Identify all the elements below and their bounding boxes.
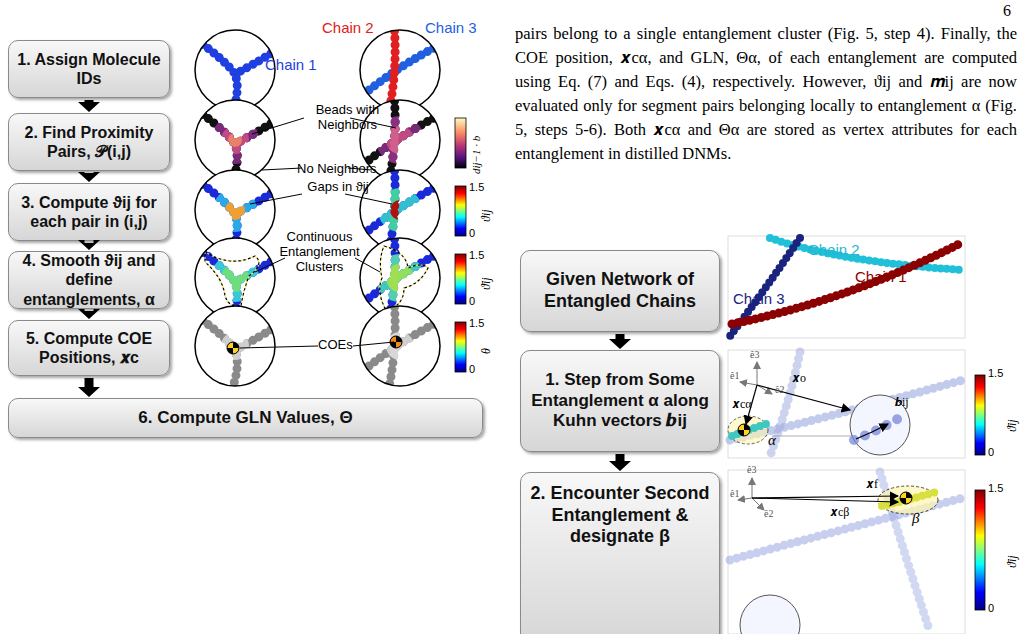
colorbar-tick: 0 (988, 446, 994, 459)
chain-label: Chain 3 (425, 19, 477, 36)
vector-label: 𝒃ij (895, 396, 909, 410)
chain-label: Chain 3 (733, 290, 785, 307)
step-image (728, 470, 985, 634)
box-content: 4. Smooth ϑij and define entanglements, … (17, 251, 161, 309)
colorbar-tick: 0 (469, 295, 475, 308)
colorbar-tick: 1.5 (469, 249, 484, 262)
process-box: Given Network of Entangled Chains (520, 250, 720, 332)
axis-label: ê1 (730, 488, 739, 500)
box-label: 2. Encounter Second Entanglement & desig… (529, 483, 711, 548)
process-box: 1. Assign Molecule IDs (8, 40, 170, 98)
box-label: 3. Compute ϑij for each pair in (i,j) (17, 193, 161, 231)
box-label: 1. Step from Some Entanglement α along K… (529, 370, 711, 431)
network-image (728, 236, 965, 338)
box-content: 5. Compute COE Positions, 𝒙c (17, 329, 161, 367)
colorbar-label: ϑ̄ij (1006, 419, 1020, 432)
flow-arrow (78, 100, 100, 112)
entanglement-label: β (912, 510, 919, 527)
box-label: 1. Assign Molecule IDs (17, 50, 161, 88)
process-box: 2. Find Proximity Pairs, 𝒫(i,j) (8, 113, 170, 171)
vector-label: 𝒙cβ (830, 506, 849, 520)
flow-arrow (78, 309, 100, 319)
chain-label: Chain 1 (855, 268, 907, 285)
body-paragraph: pairs belong to a single entanglement cl… (515, 22, 1017, 166)
box-label: 5. Compute COE Positions, 𝒙c (17, 329, 161, 367)
colorbars (455, 118, 466, 372)
axis-label: ê2 (775, 384, 784, 396)
box-content: 6. Compute GLN Values, Θ (138, 408, 352, 428)
chain-inset (195, 306, 277, 392)
box-content: Given Network of Entangled Chains (529, 269, 711, 312)
box-content: 1. Assign Molecule IDs (17, 50, 161, 88)
annotation: Continuous Entanglement Clusters (272, 230, 367, 275)
colorbar-tick: 1.5 (988, 367, 1003, 380)
colorbar-tick: 1.5 (469, 317, 484, 330)
colorbar-label: ϑ̄ij (480, 277, 494, 290)
process-box: 3. Compute ϑij for each pair in (i,j) (8, 183, 170, 241)
leader-lines (240, 118, 396, 348)
colorbar-label: ϑ̄ij (1006, 555, 1020, 568)
box-content: 3. Compute ϑij for each pair in (i,j) (17, 193, 161, 231)
chain-inset (354, 300, 446, 392)
process-box: 5. Compute COE Positions, 𝒙c (8, 320, 170, 376)
chain-label: Chain 2 (808, 241, 860, 258)
step-image (728, 350, 985, 458)
process-box: 6. Compute GLN Values, Θ (8, 398, 483, 438)
colorbar-tick: 1.5 (469, 181, 484, 194)
process-box: 1. Step from Some Entanglement α along K… (520, 350, 720, 452)
box-content: 1. Step from Some Entanglement α along K… (529, 370, 711, 431)
axis-label: ê2 (764, 508, 773, 520)
colorbar-label: dij−1 · b (470, 136, 483, 174)
colorbar-tick: 1.5 (988, 482, 1003, 495)
colorbar-label: θ (480, 348, 494, 354)
annotation: Beads with Neighbors (300, 103, 395, 133)
box-label: Given Network of Entangled Chains (529, 269, 711, 312)
colorbar-tick: 0 (469, 363, 475, 376)
annotation: COEs (318, 338, 353, 353)
flow-arrow (609, 334, 631, 349)
annotation: Gaps in ϑij (302, 180, 374, 195)
box-content: 2. Encounter Second Entanglement & desig… (529, 483, 711, 548)
box-label: 4. Smooth ϑij and define entanglements, … (17, 251, 161, 309)
axis-label: ê1 (730, 370, 739, 382)
process-box: 2. Encounter Second Entanglement & desig… (520, 472, 720, 634)
axis-label: ê3 (747, 464, 756, 476)
colorbar-tick: 0 (988, 602, 994, 615)
flow-arrow (78, 378, 100, 397)
chain-label: Chain 2 (322, 19, 374, 36)
box-label: 6. Compute GLN Values, Θ (138, 408, 352, 428)
box-content: 2. Find Proximity Pairs, 𝒫(i,j) (17, 123, 161, 161)
colorbar-label: ϑij (480, 209, 494, 222)
entanglement-label: α (768, 432, 776, 449)
flow-arrow (78, 240, 100, 250)
flow-arrow (609, 454, 631, 471)
flow-arrow (78, 172, 100, 182)
box-label: 2. Find Proximity Pairs, 𝒫(i,j) (17, 123, 161, 161)
axis-label: ê3 (750, 349, 759, 361)
vector-label: 𝒙o (792, 372, 806, 386)
vector-label: 𝒙f (866, 478, 878, 492)
colorbar-tick: 0 (469, 227, 475, 240)
process-box: 4. Smooth ϑij and define entanglements, … (8, 251, 170, 309)
chain-label: Chain 1 (265, 56, 317, 73)
annotation: No Neighbors (297, 162, 377, 177)
page-number: 6 (1003, 2, 1011, 20)
vector-label: 𝒙cα (732, 398, 752, 412)
